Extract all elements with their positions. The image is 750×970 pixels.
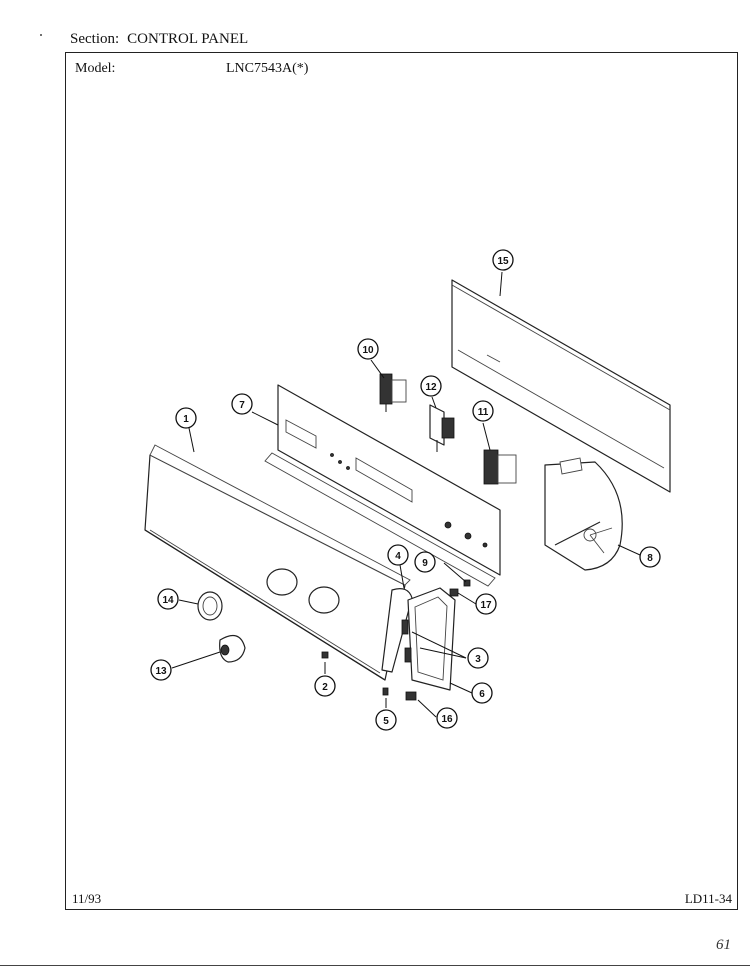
svg-text:7: 7 (239, 400, 245, 411)
part-knob-13 (219, 634, 246, 663)
svg-text:16: 16 (441, 714, 453, 725)
callout-16: 16 (436, 707, 458, 729)
part-switch-11 (483, 449, 517, 485)
model-label: Model: (75, 61, 116, 76)
callout-13: 13 (150, 659, 172, 681)
scan-mark (40, 34, 42, 36)
callout-14: 14 (157, 588, 179, 610)
footer-page-code: LD11-34 (684, 891, 732, 906)
svg-text:13: 13 (155, 666, 167, 677)
part-bezel-6 (401, 587, 456, 691)
svg-text:2: 2 (322, 682, 328, 693)
part-switch-10 (379, 373, 407, 412)
svg-text:10: 10 (362, 345, 374, 356)
part-screw-5 (382, 687, 389, 708)
svg-text:11: 11 (478, 407, 489, 418)
section-header: Section: CONTROL PANEL (70, 31, 248, 48)
callout-4: 4 (387, 544, 409, 566)
svg-text:6: 6 (479, 689, 485, 700)
bottom-rule (0, 965, 750, 966)
callout-15: 15 (492, 249, 514, 271)
callout-17: 17 (475, 593, 497, 615)
part-panel-bracket-7 (264, 384, 501, 587)
svg-text:3: 3 (475, 654, 481, 665)
part-switch-12 (429, 404, 455, 452)
svg-text:14: 14 (162, 595, 174, 606)
part-screw-2 (321, 651, 329, 674)
svg-text:8: 8 (647, 553, 653, 564)
svg-text:5: 5 (383, 716, 389, 727)
part-ring-14 (197, 591, 223, 621)
handwritten-note: 61 (716, 937, 731, 953)
callout-11: 11 (472, 400, 494, 422)
footer-date: 11/93 (72, 891, 102, 906)
svg-text:17: 17 (480, 600, 492, 611)
svg-text:15: 15 (497, 256, 509, 267)
callout-3: 3 (467, 647, 489, 669)
callout-12: 12 (420, 375, 442, 397)
callout-7: 7 (231, 393, 253, 415)
part-rear-panel (451, 279, 671, 493)
leader-lines (171, 271, 641, 718)
svg-text:12: 12 (425, 382, 437, 393)
diagram-frame (65, 52, 738, 910)
svg-text:1: 1 (183, 414, 189, 425)
part-screw-9 (463, 579, 471, 587)
part-screw-17 (449, 588, 459, 597)
section-value: CONTROL PANEL (127, 31, 249, 47)
section-label: Section: (70, 31, 120, 47)
model-row: Model: LNC7543A(*) (75, 61, 308, 77)
callout-9: 9 (414, 551, 436, 573)
svg-text:9: 9 (422, 558, 428, 569)
part-trim-4 (381, 588, 413, 673)
callout-10: 10 (357, 338, 379, 360)
part-console-panel-1 (144, 444, 411, 681)
part-housing-8 (544, 457, 623, 571)
callout-2: 2 (314, 675, 336, 697)
callout-8: 8 (639, 546, 661, 568)
callout-1: 1 (175, 407, 197, 429)
model-value: LNC7543A(*) (226, 61, 309, 76)
callout-6: 6 (471, 682, 493, 704)
callout-5: 5 (375, 709, 397, 731)
part-clip-16 (405, 691, 417, 701)
svg-text:4: 4 (395, 551, 401, 562)
